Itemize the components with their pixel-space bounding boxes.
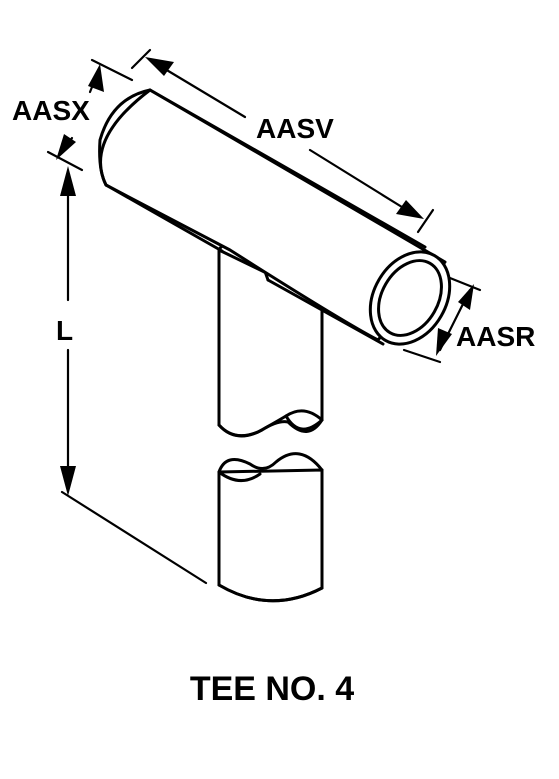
l-label: L [56, 315, 73, 346]
aasr-dimension: AASR [402, 276, 535, 364]
aasv-label: AASV [256, 113, 334, 144]
aasv-dimension: AASV [130, 48, 435, 234]
diagram-caption: TEE NO. 4 [190, 670, 354, 708]
lower-pipe-segment [217, 452, 324, 603]
l-dimension: L [56, 166, 208, 585]
aasr-label: AASR [456, 321, 535, 352]
aasx-label: AASX [12, 95, 90, 126]
aasx-dimension: AASX [12, 58, 134, 172]
run-pipe [98, 88, 452, 346]
